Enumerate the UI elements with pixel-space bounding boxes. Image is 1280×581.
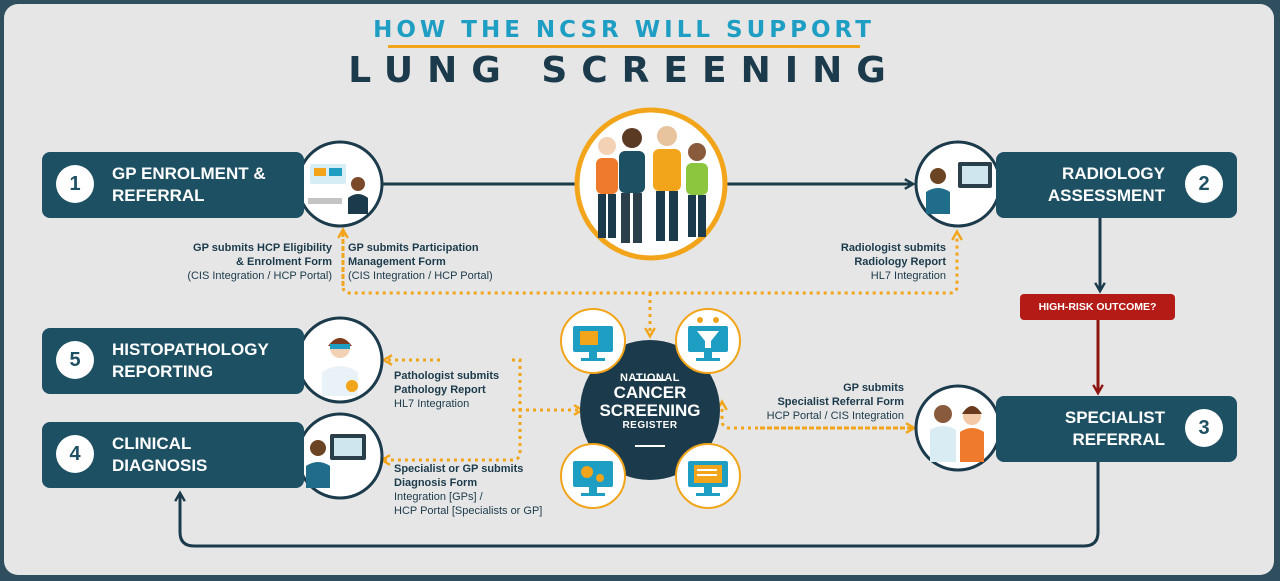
- stage-5-line1: HISTOPATHOLOGY: [112, 340, 269, 359]
- folder-monitor-icon: [560, 308, 626, 374]
- gp-illustration-circle: [296, 140, 384, 228]
- data-links: [337, 227, 963, 466]
- stage-3-number: 3: [1185, 409, 1223, 447]
- ncsr-line4: REGISTER: [622, 420, 678, 431]
- stage-4-number: 4: [56, 435, 94, 473]
- gears-monitor-icon: [560, 443, 626, 509]
- stage-4-label: CLINICAL DIAGNOSIS: [112, 433, 207, 477]
- stage-3-specialist-referral: 3 SPECIALIST REFERRAL: [996, 396, 1237, 462]
- stage-4-line1: CLINICAL: [112, 434, 192, 453]
- stage-3-line1: SPECIALIST: [1064, 408, 1165, 427]
- stage-1-label: GP ENROLMENT & REFERRAL: [112, 163, 266, 207]
- stage-1-gp-enrolment: 1 GP ENROLMENT & REFERRAL: [42, 152, 304, 218]
- note-diagnosis-line2: Diagnosis Form: [394, 477, 478, 489]
- specialist-illustration-circle: [914, 384, 1002, 472]
- note-gp-specialist-line3: HCP Portal / CIS Integration: [766, 410, 904, 422]
- histopathology-illustration-circle: [296, 316, 384, 404]
- note-gp-participation-line3: (CIS Integration / HCP Portal): [348, 270, 493, 282]
- note-diagnosis-line4: HCP Portal [Specialists or GP]: [394, 505, 543, 517]
- stage-1-line1: GP ENROLMENT &: [112, 164, 266, 183]
- note-gp-participation: GP submits Participation Management Form…: [348, 241, 518, 283]
- ncsr-hub: [580, 340, 720, 480]
- note-radiologist-line1: Radiologist submits: [840, 242, 946, 254]
- note-gp-specialist-line1: GP submits: [843, 382, 904, 394]
- radiology-illustration-circle: [914, 140, 1002, 228]
- note-radiologist: Radiologist submits Radiology Report HL7…: [818, 241, 946, 283]
- stage-4-clinical-diagnosis: 4 CLINICAL DIAGNOSIS: [42, 422, 304, 488]
- stage-1-line2: REFERRAL: [112, 186, 205, 205]
- flow-3-to-4: [174, 462, 1100, 548]
- note-gp-participation-line2: Management Form: [348, 256, 446, 268]
- stage-2-label: RADIOLOGY ASSESSMENT: [1048, 163, 1165, 207]
- note-gp-eligibility-line3: (CIS Integration / HCP Portal): [187, 270, 332, 282]
- note-pathologist-line2: Pathology Report: [394, 384, 486, 396]
- note-gp-eligibility: GP submits HCP Eligibility & Enrolment F…: [170, 241, 332, 283]
- ncsr-line1: NATIONAL: [619, 372, 680, 384]
- note-diagnosis-line3: Integration [GPs] /: [394, 491, 483, 503]
- stage-5-line2: REPORTING: [112, 362, 214, 381]
- ncsr-label: NATIONAL CANCER SCREENING REGISTER: [585, 372, 715, 431]
- stage-3-line2: REFERRAL: [1072, 430, 1165, 449]
- note-gp-eligibility-line1: GP submits HCP Eligibility: [193, 242, 332, 254]
- stage-2-line1: RADIOLOGY: [1062, 164, 1165, 183]
- note-radiologist-line3: HL7 Integration: [870, 270, 946, 282]
- note-gp-specialist-line2: Specialist Referral Form: [777, 396, 904, 408]
- note-pathologist-line3: HL7 Integration: [394, 398, 470, 410]
- note-gp-participation-line1: GP submits Participation: [348, 242, 479, 254]
- stage-2-line2: ASSESSMENT: [1047, 186, 1165, 205]
- stage-1-number: 1: [56, 165, 94, 203]
- stage-2-radiology: 2 RADIOLOGY ASSESSMENT: [996, 152, 1237, 218]
- title-main: LUNG SCREENING: [348, 50, 900, 91]
- clinical-illustration-circle: [296, 412, 384, 500]
- stage-3-label: SPECIALIST REFERRAL: [1065, 407, 1165, 451]
- ncsr-line2: CANCER: [613, 383, 687, 402]
- note-diagnosis-line1: Specialist or GP submits: [394, 463, 524, 475]
- note-gp-specialist: GP submits Specialist Referral Form HCP …: [752, 381, 904, 423]
- document-monitor-icon: [675, 443, 741, 509]
- title-subtitle: HOW THE NCSR WILL SUPPORT: [373, 17, 875, 43]
- stage-4-line2: DIAGNOSIS: [112, 456, 208, 475]
- high-risk-outcome-badge: HIGH-RISK OUTCOME?: [1020, 294, 1175, 320]
- people-group-illustration: [574, 107, 728, 261]
- ncsr-line3: SCREENING: [599, 401, 701, 420]
- note-radiologist-line2: Radiology Report: [854, 256, 946, 268]
- stage-5-number: 5: [56, 341, 94, 379]
- stage-5-histopathology: 5 HISTOPATHOLOGY REPORTING: [42, 328, 304, 394]
- note-pathologist-line1: Pathologist submits: [394, 370, 500, 382]
- note-gp-eligibility-line2: & Enrolment Form: [236, 256, 332, 268]
- stage-2-number: 2: [1185, 165, 1223, 203]
- stage-5-label: HISTOPATHOLOGY REPORTING: [112, 339, 269, 383]
- note-diagnosis: Specialist or GP submits Diagnosis Form …: [394, 462, 564, 518]
- note-pathologist: Pathologist submits Pathology Report HL7…: [394, 369, 514, 411]
- title-rule: [388, 45, 860, 48]
- filter-monitor-icon: [675, 308, 741, 374]
